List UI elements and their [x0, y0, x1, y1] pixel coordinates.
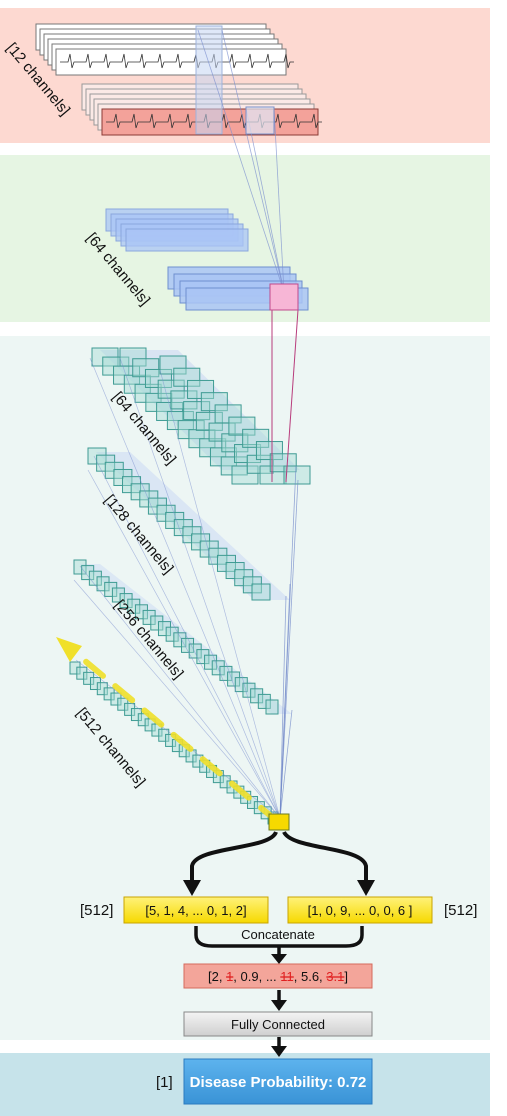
residual-feature-map: [242, 682, 256, 698]
residual-feature-map: [103, 687, 115, 701]
projection-line: [89, 357, 281, 819]
residual-feature-map: [173, 367, 201, 387]
final-feature-square: [268, 813, 290, 831]
projection-line: [119, 357, 281, 819]
residual-feature-map: [69, 661, 81, 675]
residual-block-stacks: [69, 347, 311, 825]
projection-line: [279, 583, 291, 819]
right-vector-box: [287, 896, 433, 924]
fc-arrow-head-icon: [271, 1000, 287, 1011]
left-vector-values: [5, 1, 4, ... 0, 1, 2]: [145, 903, 246, 918]
projection-line: [197, 29, 285, 293]
residual-feature-map: [242, 428, 270, 448]
residual-feature-map: [159, 355, 187, 375]
residual-feature-map: [137, 713, 149, 727]
ecg-highlight-window: [195, 25, 223, 135]
residual-feature-map: [250, 688, 264, 704]
fully-connected-label: Fully Connected: [231, 1017, 325, 1032]
residual-feature-map: [89, 677, 101, 691]
projection-line: [245, 107, 285, 293]
right-arrow-head-icon: [357, 880, 375, 896]
left-split-arrow: [190, 830, 278, 882]
residual-feature-map: [83, 671, 95, 685]
residual-feature-map: [134, 604, 148, 620]
residual-feature-map: [127, 598, 141, 614]
ecg-waveform: [60, 53, 294, 69]
disease-probability-text: Disease Probability: 0.72: [190, 1074, 367, 1091]
projection-line: [285, 309, 299, 483]
projection-line: [279, 479, 299, 819]
residual-feature-map: [204, 654, 218, 670]
residual-feature-map: [119, 593, 133, 609]
residual-feature-map: [269, 453, 297, 473]
projection-line: [279, 595, 287, 819]
residual-feature-map: [124, 702, 136, 716]
concat-arrow-head-icon: [271, 954, 287, 964]
residual-feature-map: [200, 392, 228, 412]
residual-feature-map: [110, 692, 122, 706]
residual-feature-map: [81, 565, 95, 581]
concat-vector-box: [183, 963, 373, 989]
concat-vector-values: [2, 1, 0.9, ... 11, 5.6, 3.1]: [208, 969, 348, 984]
fully-connected-box: [183, 1011, 373, 1037]
residual-feature-map: [173, 632, 187, 648]
residual-feature-map: [104, 581, 118, 597]
residual-feature-map: [130, 708, 142, 722]
residual-feature-map: [283, 465, 311, 485]
residual-feature-map: [165, 626, 179, 642]
residual-feature-map: [228, 416, 256, 436]
left-vector-box: [123, 896, 269, 924]
residual-feature-map: [142, 609, 156, 625]
concatenate-label: Concatenate: [241, 927, 315, 942]
projection-line: [73, 579, 281, 819]
right-vector-size: [512]: [444, 902, 477, 919]
projection-line: [87, 469, 281, 819]
conv-receptive-field: [269, 283, 299, 311]
residual-feature-map: [234, 677, 248, 693]
residual-feature-map: [165, 733, 177, 747]
residual-feature-map: [73, 559, 87, 575]
residual-feature-map: [257, 693, 271, 709]
dashed-arrow-line: [75, 652, 281, 825]
projection-line: [159, 369, 281, 819]
input-receptive-field: [245, 106, 275, 135]
residual-feature-map: [214, 404, 242, 424]
output-arrow-head-icon: [271, 1046, 287, 1057]
conv1-feature-map: [125, 228, 249, 252]
residual-feature-map: [187, 379, 215, 399]
dashed-arrow-head-icon: [56, 637, 82, 662]
output-box: [183, 1058, 373, 1105]
projection-line: [93, 455, 281, 819]
projection-line: [221, 29, 285, 293]
residual-feature-map: [150, 615, 164, 631]
right-vector-values: [1, 0, 9, ... 0, 0, 6 ]: [308, 903, 413, 918]
residual-feature-map: [251, 583, 271, 601]
residual-feature-map: [231, 465, 259, 485]
residual-feature-map: [117, 697, 129, 711]
left-arrow-head-icon: [183, 880, 201, 896]
projection-line: [79, 565, 281, 819]
residual-feature-map: [96, 682, 108, 696]
left-vector-size: [512]: [80, 902, 113, 919]
residual-feature-map: [158, 728, 170, 742]
residual-feature-map: [157, 621, 171, 637]
residual-feature-map: [96, 576, 110, 592]
residual-feature-map: [255, 441, 283, 461]
residual-feature-map: [76, 666, 88, 680]
residual-feature-map: [111, 587, 125, 603]
output-size: [1]: [156, 1074, 173, 1091]
right-split-arrow: [282, 830, 368, 882]
projection-line: [273, 107, 285, 293]
residual-feature-map: [265, 699, 279, 715]
projection-line: [279, 709, 293, 819]
